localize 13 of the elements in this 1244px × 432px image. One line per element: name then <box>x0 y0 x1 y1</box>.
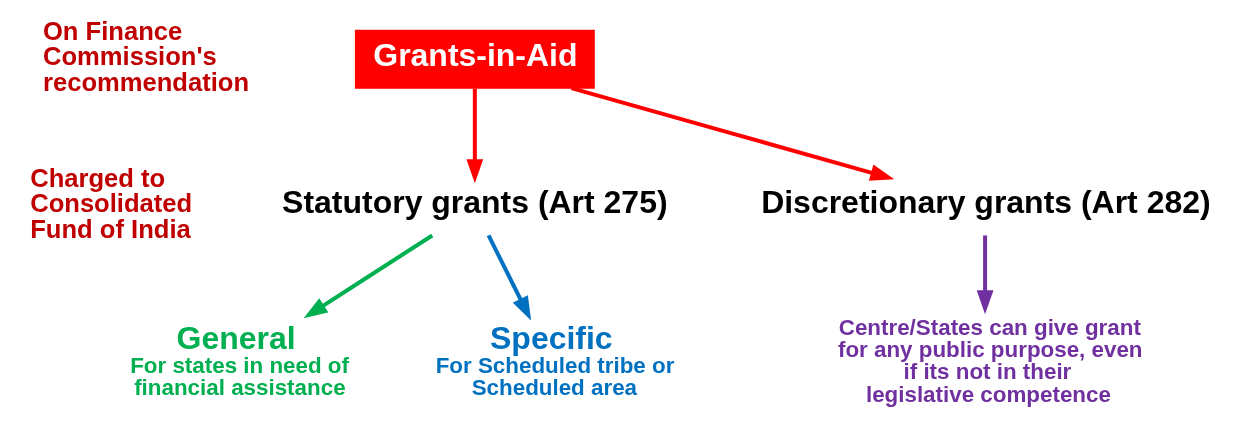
arrow <box>976 235 994 315</box>
node-text: Specific For Scheduled tribe or Scheduled area <box>435 319 675 401</box>
node-text: Statutory grants (Art 275) <box>282 183 668 220</box>
arrow <box>570 86 895 181</box>
node-text: General For states in need of financial assistance <box>130 319 349 401</box>
arrow <box>466 88 484 184</box>
label: On Finance Commission's recommendation <box>42 16 250 96</box>
node-text: Centre/States can give grant for any public purpose, even if its not in their legislative competence <box>837 314 1143 407</box>
node-text: Discretionary grants (Art 282) <box>761 183 1211 220</box>
arrow <box>303 233 434 319</box>
node-box: Grants-in-Aid <box>354 29 595 89</box>
arrow <box>486 234 532 321</box>
label: Charged to Consolidated Fund of India <box>30 163 193 244</box>
